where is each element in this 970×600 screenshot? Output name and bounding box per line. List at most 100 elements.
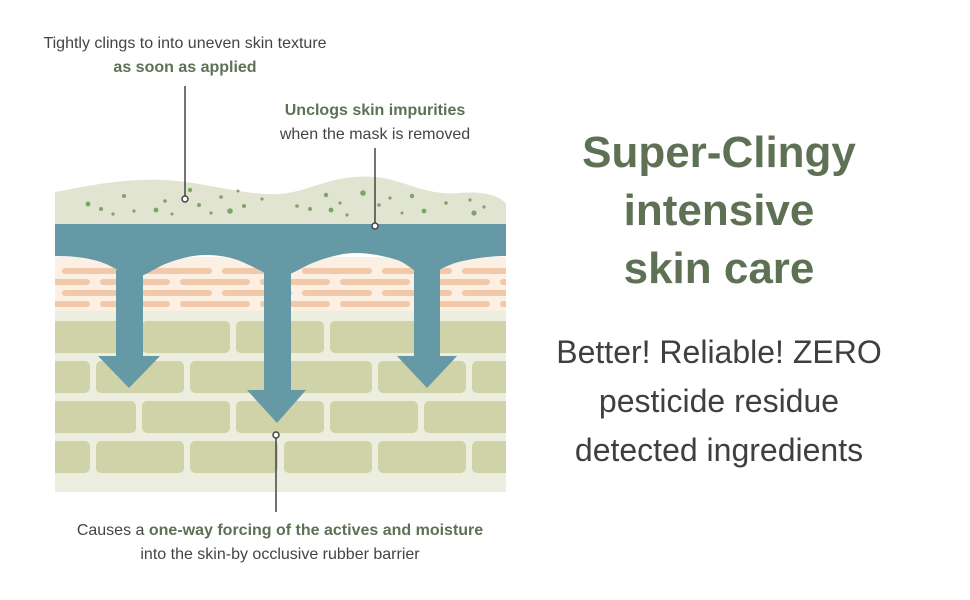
impurity-dot [260, 197, 264, 201]
skin-brick [424, 401, 506, 433]
impurity-dot [388, 196, 392, 200]
skin-brick [0, 401, 42, 433]
headline-line: skin care [623, 244, 815, 293]
skin-brick [284, 361, 372, 393]
skin-surface-stripe [62, 268, 132, 274]
impurity-dot [111, 212, 115, 216]
impurity-dot [209, 211, 213, 215]
skin-brick [55, 441, 90, 473]
impurity-dot [197, 203, 201, 207]
callout-cling: Tightly clings to into uneven skin textu… [20, 32, 350, 80]
skin-brick [55, 401, 136, 433]
skin-brick [190, 441, 278, 473]
skin-surface-stripe [340, 279, 410, 285]
subheadline: Better! Reliable! ZERO pesticide residue… [550, 328, 888, 475]
callout-unclog-line1: Unclogs skin impurities [284, 102, 466, 119]
skin-surface-stripe [462, 268, 506, 274]
skin-brick [142, 401, 230, 433]
skin-surface-stripe [0, 290, 52, 296]
headline: Super-Clingy intensive skin care [560, 124, 878, 298]
callout-forcing: Causes a one-way forcing of the actives … [40, 519, 520, 567]
skin-surface-stripe [0, 279, 10, 285]
subheadline-line: Better! Reliable! ZERO [556, 334, 882, 370]
skin-brick [55, 361, 90, 393]
impurity-dot [295, 204, 299, 208]
impurity-dot [468, 198, 472, 202]
skin-surface-stripe [55, 301, 90, 307]
skin-brick [330, 321, 418, 353]
skin-surface-stripe [142, 290, 212, 296]
mask-top-layer [55, 176, 506, 224]
skin-surface-stripe [55, 279, 90, 285]
impurity-dot [409, 193, 415, 199]
skin-surface-stripe [142, 268, 212, 274]
impurity-dots [85, 187, 486, 217]
impurity-dot [360, 190, 366, 196]
skin-brick [330, 401, 418, 433]
subheadline-line: detected ingredients [574, 432, 864, 468]
skin-surface-stripe [180, 301, 250, 307]
skin-surface-stripe [462, 290, 506, 296]
down-arrow-icon [397, 270, 457, 388]
leader-dot-bottom [272, 431, 280, 439]
callout-cling-line1: Tightly clings to into uneven skin textu… [43, 35, 327, 52]
impurity-dot [170, 212, 174, 216]
impurity-dot [338, 201, 342, 205]
callout-forcing-line1: Causes a one-way forcing of the actives … [40, 519, 520, 543]
callout-unclog: Unclogs skin impurities when the mask is… [250, 99, 500, 147]
callout-cling-line2: as soon as applied [113, 59, 257, 76]
skin-brick [0, 321, 42, 353]
impurity-dot [328, 207, 334, 213]
callout-forcing-line2: into the skin-by occlusive rubber barrie… [140, 546, 420, 563]
skin-surface-stripe [302, 268, 372, 274]
impurity-dot [323, 192, 329, 198]
impurity-dot [236, 189, 240, 193]
impurity-dot [400, 211, 404, 215]
skin-brick [378, 441, 466, 473]
impurity-dot [187, 187, 193, 193]
skin-surface-stripe [500, 301, 506, 307]
impurity-dot [242, 204, 246, 208]
impurity-dot [345, 213, 349, 217]
skin-surface-stripe [302, 290, 372, 296]
impurity-dot [163, 199, 167, 203]
skin-brick [284, 441, 372, 473]
callout-forcing-emphasis: one-way forcing of the actives and moist… [148, 522, 484, 539]
impurity-dot [482, 205, 486, 209]
down-arrow-icon [247, 270, 306, 423]
impurity-dot [99, 207, 103, 211]
skin-surface-stripe [0, 268, 52, 274]
skin-brick [190, 361, 278, 393]
skin-surface-stripe [340, 301, 410, 307]
impurity-dot [471, 210, 477, 216]
skin-brick [424, 321, 506, 353]
skin-surface-stripe [62, 290, 132, 296]
impurity-dot [377, 203, 381, 207]
callout-forcing-prefix: Causes a [76, 522, 149, 539]
skin-brick [472, 361, 506, 393]
skin-layer-diagram [0, 86, 506, 512]
impurity-dot [444, 201, 448, 205]
impurity-dot [122, 194, 126, 198]
skin-surface-stripe [0, 301, 10, 307]
leader-dot-top-right [371, 222, 379, 230]
callout-unclog-line2: when the mask is removed [279, 126, 471, 143]
down-arrow-icon [98, 270, 160, 388]
skin-brick [55, 321, 136, 353]
headline-line: intensive [623, 186, 815, 235]
mask-band [55, 224, 506, 277]
leader-dot-top-left [181, 195, 189, 203]
skin-surface-stripe [500, 279, 506, 285]
impurity-dot [219, 195, 223, 199]
impurity-dot [227, 208, 233, 214]
skin-brick [142, 321, 230, 353]
impurity-dot [153, 207, 159, 213]
impurity-dot [85, 201, 91, 207]
headline-line: Super-Clingy [582, 128, 856, 177]
impurity-dot [132, 209, 136, 213]
skin-brick [472, 441, 506, 473]
skin-brick [96, 441, 184, 473]
skin-surface-stripe [180, 279, 250, 285]
impurity-dot [308, 207, 312, 211]
